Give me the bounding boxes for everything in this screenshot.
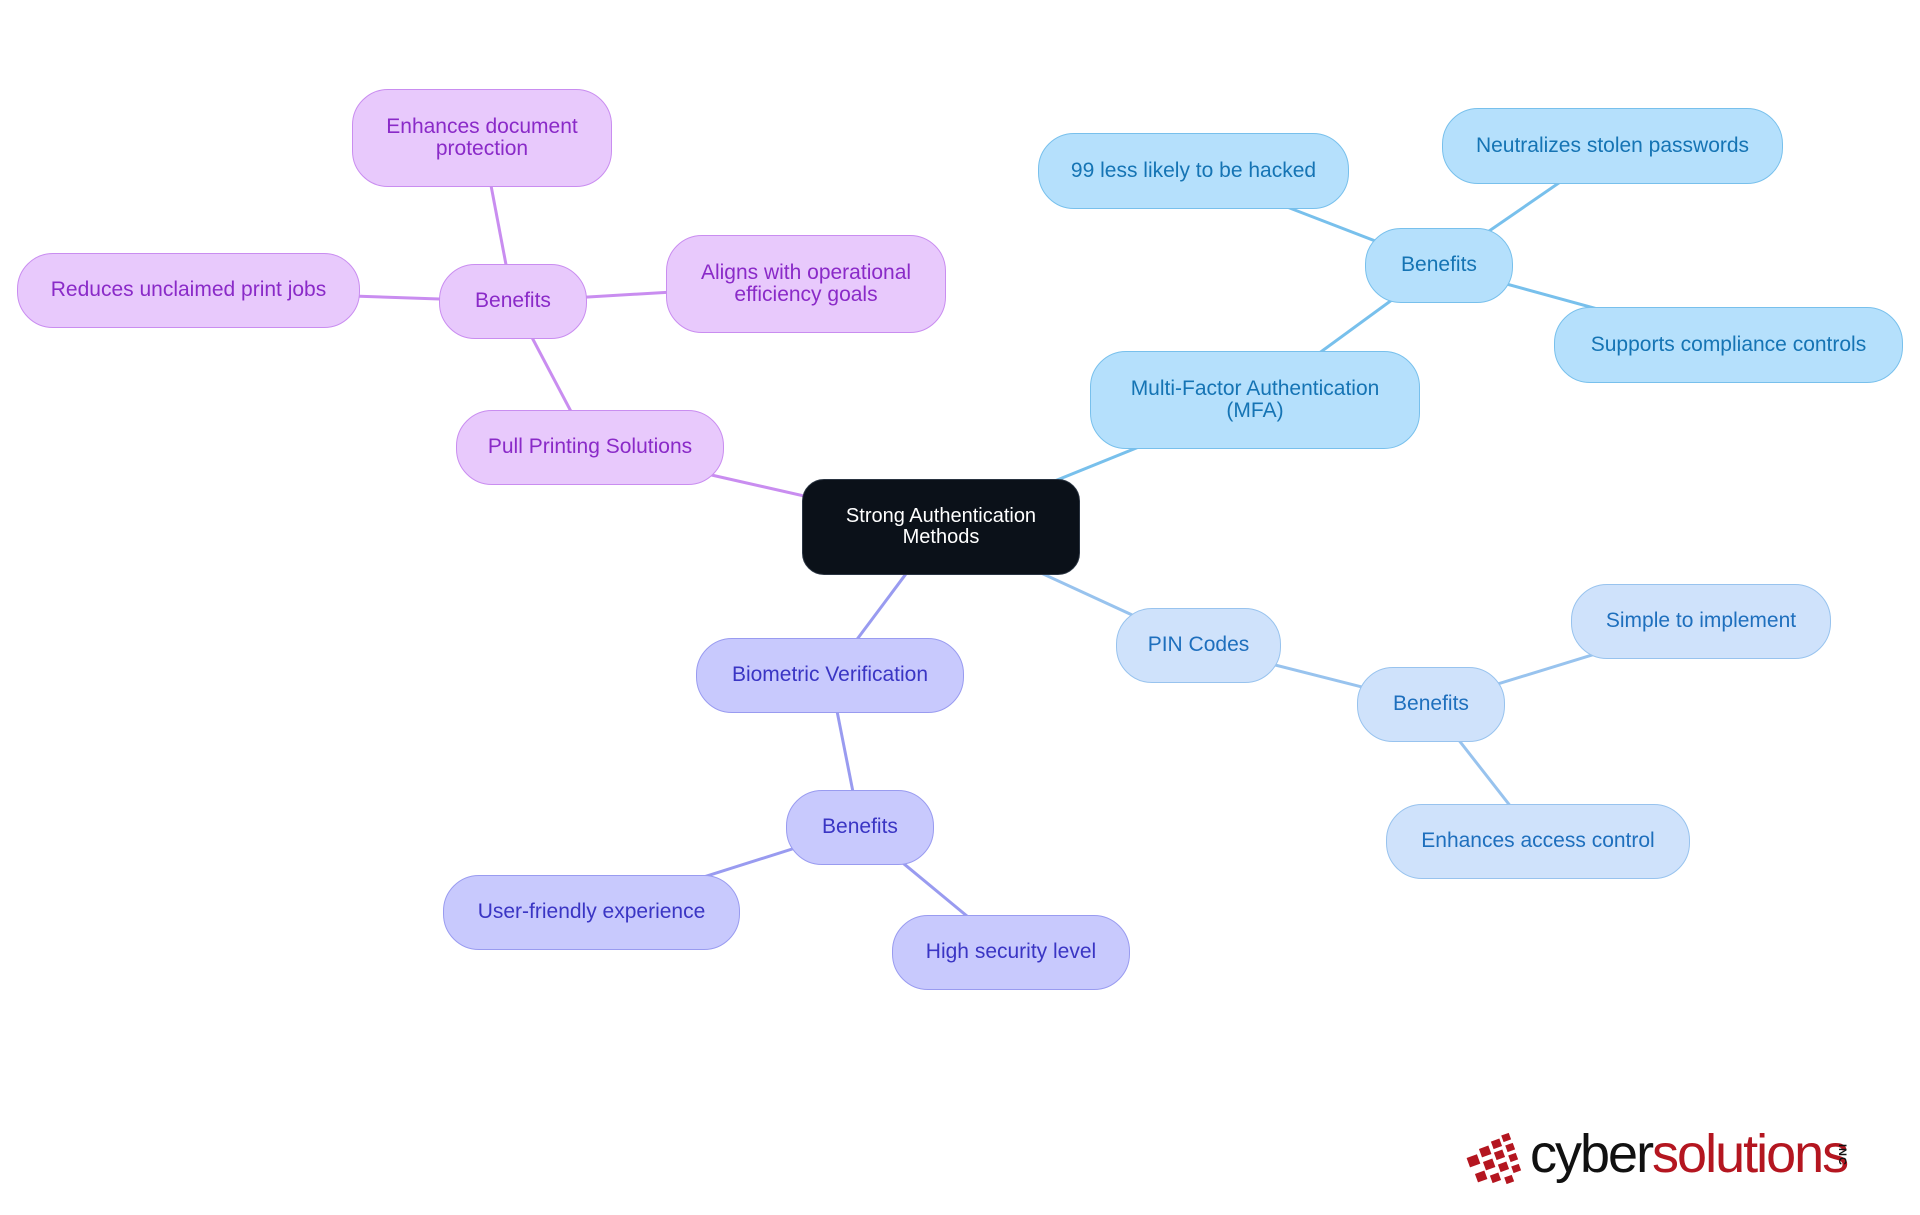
branch-biometric: Biometric Verification — [696, 638, 964, 713]
biometric-benefit-2: High security level — [892, 915, 1130, 990]
logo-wordmark: cybersolutions — [1530, 1122, 1849, 1186]
logo-mark-icon — [1466, 1132, 1522, 1185]
mfa-benefit-2: Neutralizes stolen passwords — [1442, 108, 1783, 184]
pull-printing-benefit-2: Reduces unclaimed print jobs — [17, 253, 360, 328]
cybersolutions-logo: cybersolutions INC — [1462, 1122, 1862, 1194]
logo-cyber-text: cyber — [1530, 1124, 1654, 1184]
root-node: Strong Authentication Methods — [802, 479, 1080, 575]
logo-inc-text: INC — [1836, 1144, 1848, 1166]
biometric-benefits-node: Benefits — [786, 790, 934, 865]
pull-printing-benefits-node: Benefits — [439, 264, 587, 339]
branch-pull-printing: Pull Printing Solutions — [456, 410, 724, 485]
pin-benefit-1: Simple to implement — [1571, 584, 1831, 659]
logo-solutions-text: solutions — [1652, 1124, 1849, 1184]
pull-printing-benefit-3: Aligns with operational efficiency goals — [666, 235, 946, 333]
mfa-benefits-node: Benefits — [1365, 228, 1513, 303]
pin-benefit-2: Enhances access control — [1386, 804, 1690, 879]
mfa-benefit-1: 99 less likely to be hacked — [1038, 133, 1349, 209]
biometric-benefit-1: User-friendly experience — [443, 875, 740, 950]
mfa-benefit-3: Supports compliance controls — [1554, 307, 1903, 383]
pin-benefits-node: Benefits — [1357, 667, 1505, 742]
pull-printing-benefit-1: Enhances document protection — [352, 89, 612, 187]
branch-mfa: Multi-Factor Authentication (MFA) — [1090, 351, 1420, 449]
branch-pin-codes: PIN Codes — [1116, 608, 1281, 683]
